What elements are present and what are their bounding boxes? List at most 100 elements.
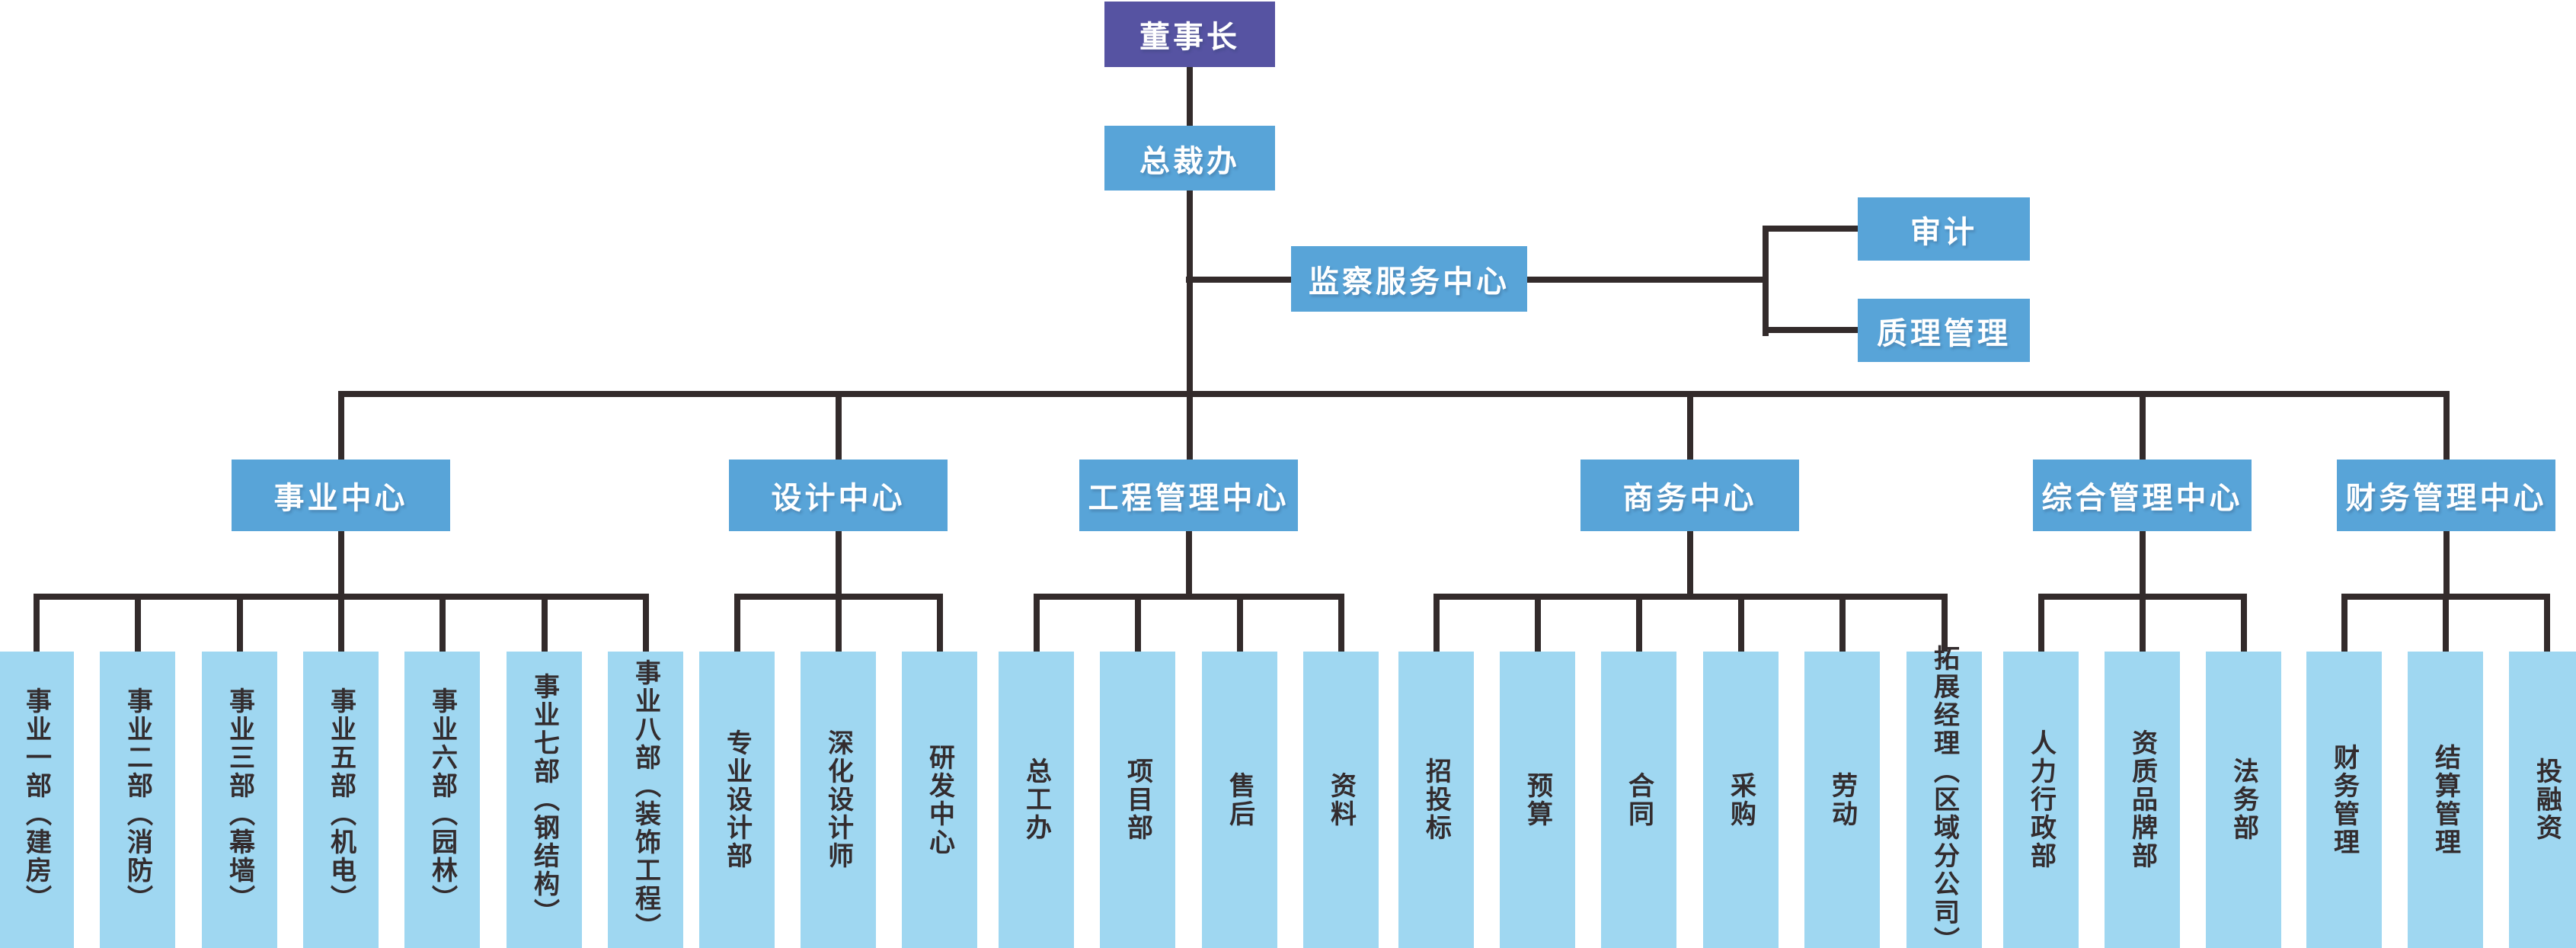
leaf-business-dept-2: 事业二部（消防） xyxy=(100,652,175,948)
leaf-hr-admin-dept: 人力行政部 xyxy=(2003,652,2079,948)
connector-drop-finance-center xyxy=(2443,396,2450,460)
leaf-label: 资质品牌部 xyxy=(2127,729,2157,870)
connector-bracket-to-audit xyxy=(1763,226,1859,232)
connector-drop-admin-center xyxy=(2140,396,2146,460)
connector-stub-admin xyxy=(2140,530,2146,597)
leaf-label: 售后 xyxy=(1225,771,1254,828)
connector-childdrop xyxy=(2038,597,2044,653)
connector-childdrop xyxy=(2241,597,2247,653)
connector-childdrop xyxy=(237,597,243,653)
leaf-label: 采购 xyxy=(1726,771,1756,828)
connector-childdrop xyxy=(338,597,344,653)
leaf-expansion-manager: 拓展经理（区域分公司） xyxy=(1906,645,1982,948)
connector-childdrop xyxy=(1839,597,1846,653)
leaf-business-dept-1: 事业一部（建房） xyxy=(0,652,74,948)
leaf-rnd-center: 研发中心 xyxy=(902,652,977,948)
leaf-business-dept-5: 事业五部（机电） xyxy=(303,652,379,948)
node-commerce-center: 商务中心 xyxy=(1580,460,1799,531)
connector-stub-finance xyxy=(2443,530,2450,597)
connector-childdrop xyxy=(2544,597,2550,653)
connector-stub-business xyxy=(338,530,344,597)
connector-main-bus xyxy=(338,391,2450,397)
leaf-label: 事业二部（消防） xyxy=(123,687,152,913)
leaf-financial-management: 财务管理 xyxy=(2306,652,2382,948)
connector-childdrop xyxy=(1636,597,1642,653)
connector-childdrop xyxy=(439,597,446,653)
node-finance-management-center: 财务管理中心 xyxy=(2337,460,2555,531)
leaf-qualification-brand-dept: 资质品牌部 xyxy=(2105,652,2180,948)
connector-trunk-main xyxy=(1187,191,1193,460)
leaf-label: 事业三部（幕墙） xyxy=(225,687,254,913)
node-admin-management-center: 综合管理中心 xyxy=(2033,460,2252,531)
connector-childdrop xyxy=(1433,597,1440,653)
connector-childdrop xyxy=(1135,597,1141,653)
leaf-budget: 预算 xyxy=(1500,652,1575,948)
node-business-center: 事业中心 xyxy=(232,460,450,531)
connector-childdrop xyxy=(836,597,842,653)
leaf-business-dept-8: 事业八部（装饰工程） xyxy=(608,652,683,948)
node-admin-center-label: 综合管理中心 xyxy=(2041,482,2243,515)
leaf-label: 事业一部（建房） xyxy=(21,687,51,913)
leaf-label: 招投标 xyxy=(1421,757,1451,842)
node-engineering-center-label: 工程管理中心 xyxy=(1088,482,1290,515)
connector-trunk-top xyxy=(1187,66,1193,128)
connector-bracket-vertical xyxy=(1763,226,1769,336)
leaf-project-dept: 项目部 xyxy=(1100,652,1175,948)
connector-childdrop xyxy=(1034,597,1040,653)
connector-childdrop xyxy=(542,597,548,653)
node-president-office: 总裁办 xyxy=(1104,126,1275,191)
node-audit: 审计 xyxy=(1858,197,2030,261)
leaf-label: 投融资 xyxy=(2532,757,2562,842)
node-quality-management: 质理管理 xyxy=(1858,299,2030,362)
connector-stub-design xyxy=(836,530,842,597)
connector-supervision-branch xyxy=(1186,277,1293,283)
leaf-contract: 合同 xyxy=(1601,652,1676,948)
leaf-business-dept-7: 事业七部（钢结构） xyxy=(507,652,582,948)
connector-childdrop xyxy=(937,597,943,653)
connector-drop-design-center xyxy=(836,396,842,460)
connector-subbus-commerce xyxy=(1433,594,1948,600)
leaf-business-dept-3: 事业三部（幕墙） xyxy=(202,652,277,948)
leaf-label: 合同 xyxy=(1624,771,1654,828)
leaf-label: 项目部 xyxy=(1123,757,1152,842)
connector-childdrop xyxy=(1942,597,1948,653)
node-design-center-label: 设计中心 xyxy=(771,482,906,515)
node-finance-center-label: 财务管理中心 xyxy=(2345,482,2547,515)
connector-subbus-engineering xyxy=(1034,594,1344,600)
leaf-label: 深化设计师 xyxy=(823,729,853,870)
node-business-center-label: 事业中心 xyxy=(273,482,408,515)
connector-stub-commerce xyxy=(1687,530,1693,597)
connector-drop-commerce-center xyxy=(1687,396,1693,460)
connector-childdrop xyxy=(135,597,141,653)
node-design-center: 设计中心 xyxy=(729,460,948,531)
connector-bracket-to-quality xyxy=(1763,327,1859,333)
leaf-label: 事业六部（园林） xyxy=(427,687,457,913)
leaf-label: 事业七部（钢结构） xyxy=(529,673,559,927)
connector-childdrop xyxy=(2341,597,2347,653)
leaf-label: 资料 xyxy=(1326,771,1356,828)
leaf-legal-dept: 法务部 xyxy=(2206,652,2281,948)
leaf-label: 专业设计部 xyxy=(722,729,752,870)
connector-childdrop xyxy=(34,597,40,653)
connector-childdrop xyxy=(2140,597,2146,653)
leaf-label: 事业八部（装饰工程） xyxy=(631,658,660,941)
node-supervision-label: 监察服务中心 xyxy=(1309,265,1510,299)
leaf-investment-financing: 投融资 xyxy=(2509,652,2576,948)
leaf-label: 总工办 xyxy=(1021,757,1051,842)
leaf-label: 人力行政部 xyxy=(2026,729,2056,870)
connector-supervision-to-bracket xyxy=(1526,277,1769,283)
connector-childdrop xyxy=(1738,597,1744,653)
node-engineering-management-center: 工程管理中心 xyxy=(1079,460,1298,531)
node-commerce-center-label: 商务中心 xyxy=(1622,482,1757,515)
leaf-label: 结算管理 xyxy=(2431,743,2460,857)
leaf-settlement-management: 结算管理 xyxy=(2408,652,2483,948)
leaf-label: 劳动 xyxy=(1827,771,1857,828)
leaf-label: 预算 xyxy=(1523,771,1552,828)
leaf-deepening-designer: 深化设计师 xyxy=(801,652,876,948)
leaf-label: 财务管理 xyxy=(2329,743,2359,857)
connector-childdrop xyxy=(734,597,740,653)
leaf-chief-engineer-office: 总工办 xyxy=(999,652,1074,948)
leaf-labor: 劳动 xyxy=(1804,652,1880,948)
leaf-procurement: 采购 xyxy=(1703,652,1779,948)
